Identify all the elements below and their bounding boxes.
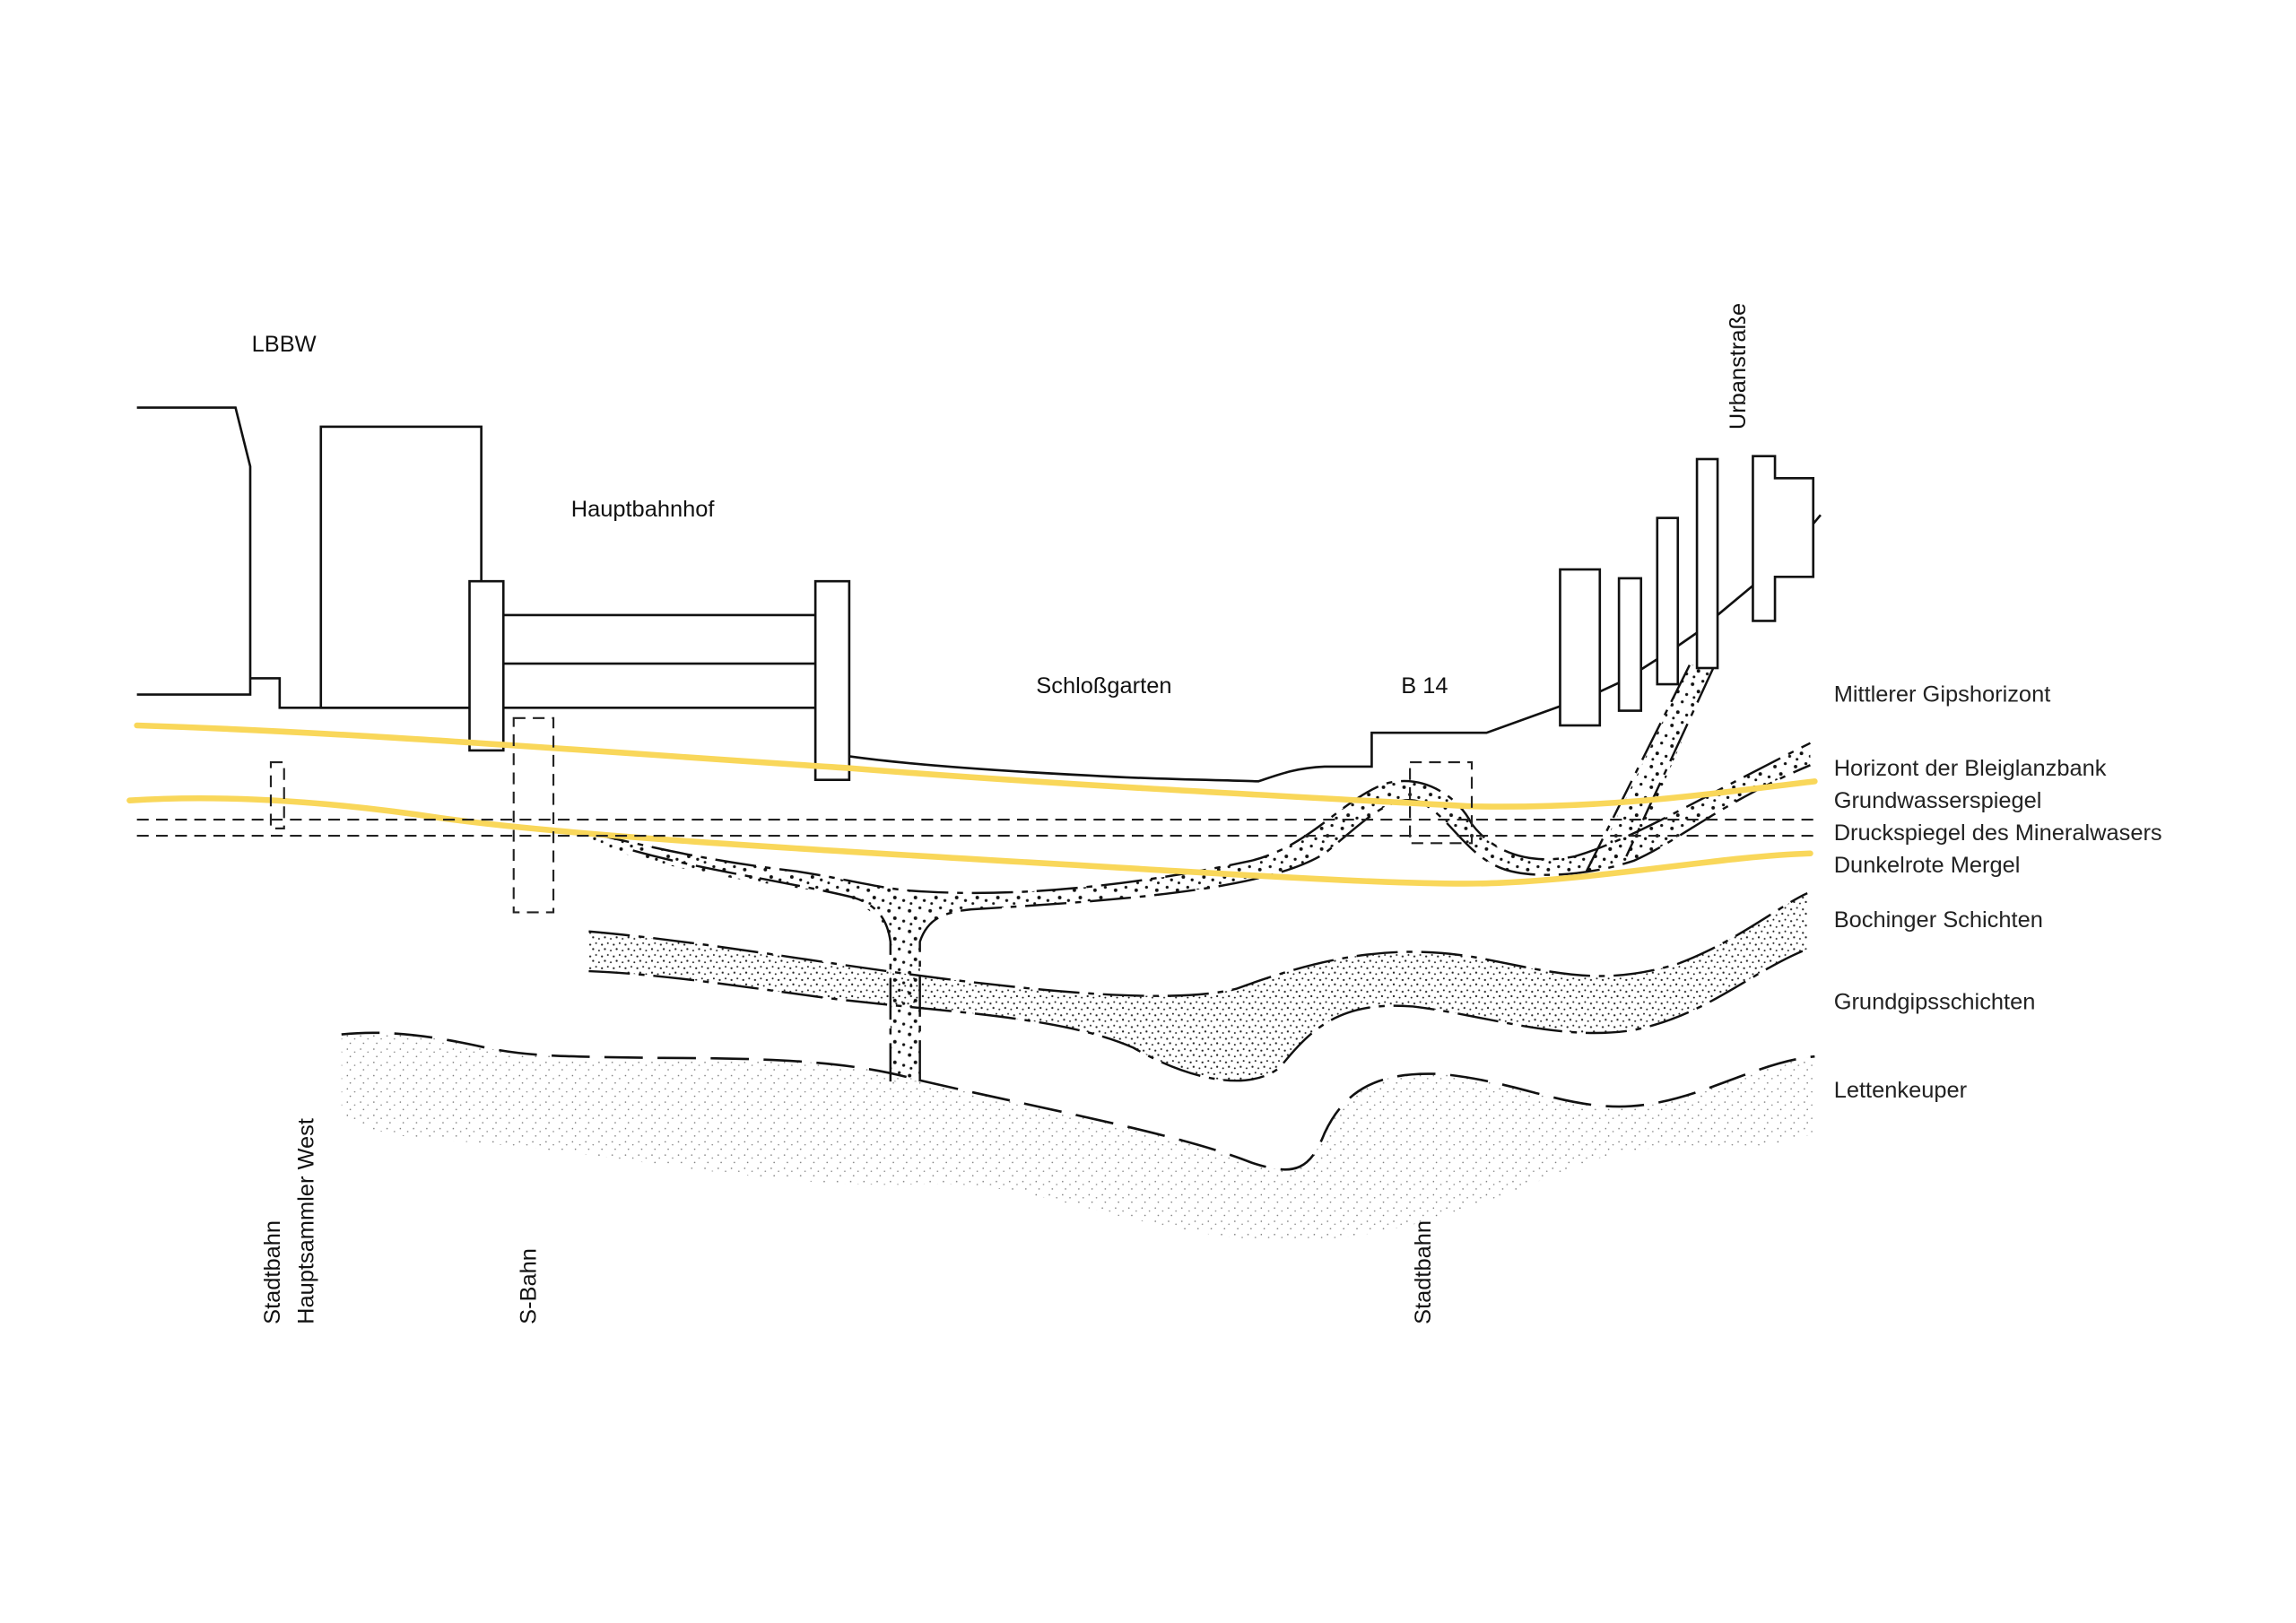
layer-label: Grundwasserspiegel bbox=[1834, 788, 2042, 813]
urban-building-4 bbox=[1695, 457, 1719, 670]
hauptbahnhof-floors bbox=[503, 613, 816, 709]
bochinger-bottom-edge bbox=[588, 948, 1808, 1082]
label-hauptsammler-west: Hauptsammler West bbox=[294, 1118, 319, 1324]
gipshorizont-diagonal-edge bbox=[1585, 664, 1716, 872]
stadtbahn-east-tunnel bbox=[1409, 760, 1474, 845]
layer-label: Bochinger Schichten bbox=[1834, 907, 2043, 933]
label-schlossgarten: Schloßgarten bbox=[1036, 673, 1171, 699]
sbahn-tunnel bbox=[512, 716, 555, 914]
gipshorizont-top-edge bbox=[588, 742, 1811, 895]
bochinger-top-edge bbox=[588, 891, 1808, 997]
layer-label: Dunkelrote Mergel bbox=[1834, 853, 2021, 878]
stadtbahn-west-tunnel bbox=[269, 760, 285, 829]
label-lbbw: LBBW bbox=[252, 332, 317, 357]
lettenkeuper-fill bbox=[341, 1032, 1815, 1241]
label-stadtbahn-east: Stadtbahn bbox=[1411, 1220, 1436, 1324]
urban-building-2 bbox=[1617, 577, 1643, 712]
label-sbahn: S-Bahn bbox=[516, 1248, 541, 1324]
urban-building-3 bbox=[1656, 516, 1680, 686]
lower-yellow-line bbox=[126, 794, 1813, 887]
label-hauptbahnhof: Hauptbahnhof bbox=[571, 497, 716, 522]
urban-building-5 bbox=[1752, 455, 1815, 622]
lettenkeuper-top-line bbox=[341, 1031, 1815, 1171]
upper-yellow-line bbox=[134, 722, 1818, 810]
layer-label: Horizont der Bleiglanzbank bbox=[1834, 756, 2107, 781]
layer-label: Grundgipsschichten bbox=[1834, 990, 2036, 1015]
hauptbahnhof-pillar-west bbox=[468, 579, 505, 752]
hauptbahnhof-pillar-east bbox=[813, 579, 851, 782]
layer-label: Druckspiegel des Mineralwasers bbox=[1834, 820, 2162, 846]
label-stadtbahn-west: Stadtbahn bbox=[260, 1220, 285, 1324]
lbbw-tower bbox=[319, 425, 483, 709]
label-b14: B 14 bbox=[1401, 673, 1448, 699]
bochinger-band bbox=[588, 893, 1808, 1081]
gipshorizont-band bbox=[588, 742, 1811, 1082]
layer-label: Mittlerer Gipshorizont bbox=[1834, 682, 2051, 707]
gipshorizont-diagonal-band bbox=[1592, 664, 1715, 869]
layer-label: Lettenkeuper bbox=[1834, 1078, 1968, 1103]
ground-surface-line bbox=[848, 514, 1822, 783]
urban-building-1 bbox=[1559, 568, 1602, 727]
label-urbanstrasse: Urbanstraße bbox=[1726, 303, 1751, 430]
